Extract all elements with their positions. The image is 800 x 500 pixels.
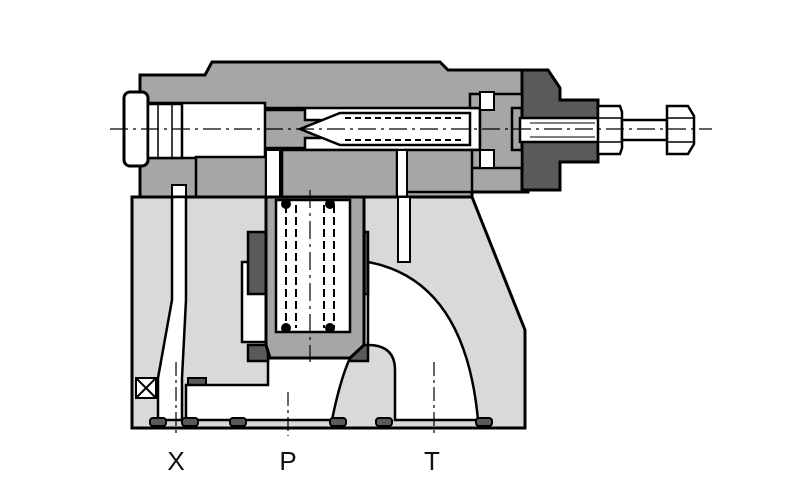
pilot-spring	[345, 117, 465, 141]
lock-nut	[596, 104, 624, 156]
main-spring	[281, 199, 335, 333]
pilot-head	[122, 60, 696, 199]
center-lines	[110, 128, 712, 436]
hex-head	[665, 104, 696, 156]
port-label-x: X	[167, 446, 184, 476]
t-passage	[366, 260, 480, 422]
main-body	[130, 195, 527, 430]
port-label-t: T	[424, 446, 440, 476]
t-upper-channel	[397, 196, 411, 263]
plug-thread	[146, 102, 184, 160]
adjustment-screw	[518, 116, 602, 144]
adjustment-stem	[620, 118, 669, 142]
main-spring-chamber	[274, 198, 352, 334]
port-label-p: P	[279, 446, 296, 476]
bottom-seals	[149, 417, 493, 427]
flow-cavity	[184, 356, 352, 422]
pilot-poppet	[296, 111, 472, 147]
